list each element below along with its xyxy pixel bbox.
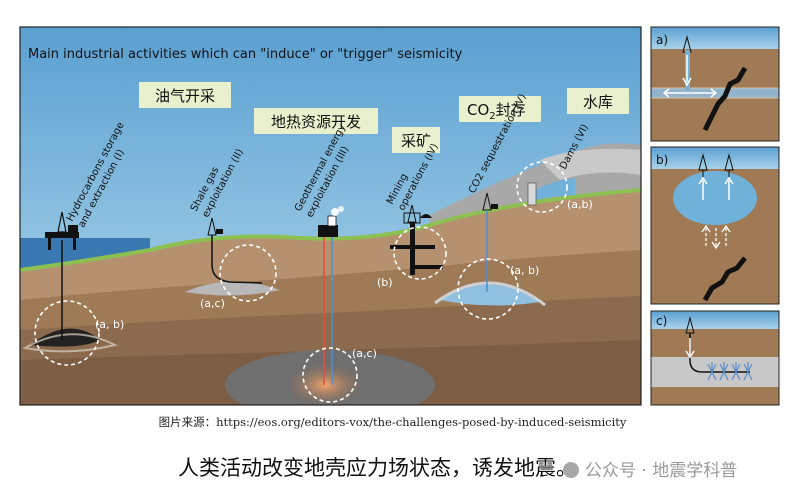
source-caption: 图片来源：https://eos.org/editors-vox/the-cha… <box>158 415 627 429</box>
co2-storage <box>440 284 540 306</box>
co2-well <box>482 192 498 292</box>
marker-label-co2: (a, b) <box>510 264 539 277</box>
dam-reservoir <box>535 178 575 200</box>
marker-label-mining: (b) <box>377 276 393 289</box>
marker-circle-dams <box>516 161 568 213</box>
shale-derrick <box>207 217 263 284</box>
side-panel-a: a) <box>651 27 779 141</box>
marker-label-geo: (a,c) <box>352 347 377 360</box>
marker-label-dams: (a,b) <box>567 198 593 211</box>
marker-circle-geo <box>302 347 358 403</box>
side-panel-b: b) <box>651 147 779 304</box>
side-panel-c-label: c) <box>656 314 667 328</box>
side-panel-a-label: a) <box>656 33 668 47</box>
side-panel-c: c) <box>651 311 779 405</box>
mining-shaft <box>390 204 443 275</box>
side-panel-b-label: b) <box>656 153 668 167</box>
cn-label-reservoir: 水库 <box>583 93 613 111</box>
shale-layer <box>185 281 280 296</box>
cn-label-oil-gas: 油气开采 <box>155 87 215 105</box>
cn-label-co2: CO2封存 <box>467 101 526 122</box>
marker-label-shale: (a,c) <box>200 297 225 310</box>
geothermal-plant <box>318 206 344 385</box>
marker-circle-hydro <box>34 300 100 366</box>
watermark: 公众号 · 地震学科普 <box>563 456 737 481</box>
wechat-icon <box>563 462 579 478</box>
marker-label-hydro: (a, b) <box>95 318 124 331</box>
cn-label-geothermal: 地热资源开发 <box>271 113 361 131</box>
bottom-caption: 人类活动改变地壳应力场状态，诱发地震。 <box>178 456 577 480</box>
geothermal-heat <box>285 363 365 405</box>
main-title: Main industrial activities which can "in… <box>28 47 463 62</box>
marker-circle-shale <box>219 244 277 302</box>
dam-wall <box>527 182 537 206</box>
hydrocarbon-reservoir <box>30 328 100 347</box>
marker-circle-co2 <box>457 258 519 320</box>
grass-line <box>20 188 641 272</box>
main-panel: (a, b) (a,c) (a,c) (b) (a, b) (a,b) Main… <box>20 27 641 405</box>
oil-platform <box>45 211 79 340</box>
marker-circle-mining <box>393 226 447 280</box>
cn-label-mining: 采矿 <box>401 132 431 150</box>
